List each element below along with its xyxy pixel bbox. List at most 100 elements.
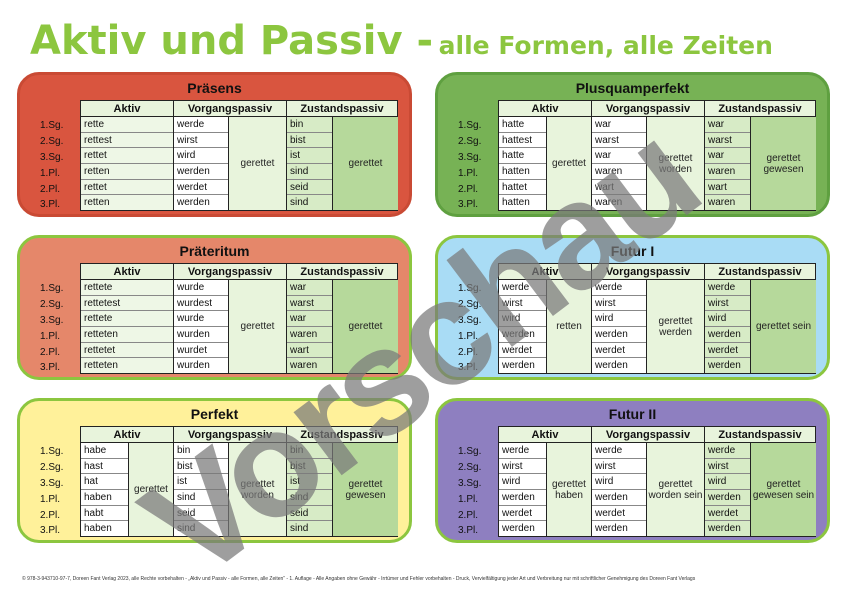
table-cell: werdet (592, 505, 646, 522)
column-header-zustand: Zustandspassiv (287, 264, 398, 280)
table-cell: wird (174, 148, 228, 165)
vorgang-participle: gerettet werden (647, 280, 704, 373)
person-labels: 1.Sg.2.Sg.3.Sg.1.Pl.2.Pl.3.Pl. (40, 444, 63, 539)
person-label: 2.Pl. (458, 183, 479, 195)
table-cell: wart (592, 179, 646, 196)
table-cell: retteten (81, 327, 173, 343)
panel-title: Futur II (608, 406, 657, 422)
person-label: 2.Sg. (40, 298, 64, 310)
column-header-zustand: Zustandspassiv (287, 101, 398, 117)
zustand-participle: gerettet gewesen (751, 117, 816, 210)
person-label: 2.Pl. (458, 509, 479, 521)
table-cell: rettete (81, 280, 173, 296)
table-cell: wurde (174, 280, 228, 296)
person-label: 3.Sg. (458, 314, 482, 326)
table-cell: warst (287, 295, 332, 312)
table-cell: wird (592, 474, 646, 491)
table-cell: werden (174, 164, 228, 180)
column-header-vorgang: Vorgangspassiv (592, 264, 705, 280)
person-label: 1.Pl. (40, 493, 61, 505)
person-label: 1.Sg. (458, 446, 482, 457)
person-label: 2.Sg. (458, 298, 482, 310)
table-cell: werden (499, 327, 546, 343)
table-cell: retteten (81, 358, 173, 374)
zustand-participle: gerettet (333, 117, 398, 210)
person-label: 2.Pl. (40, 346, 61, 358)
vorgang-participle: gerettet worden sein (647, 443, 704, 536)
zustand-participle: gerettet gewesen sein (751, 443, 816, 536)
table-cell: rette (81, 117, 173, 133)
table-cell: hatten (499, 195, 546, 211)
table-cell: werde (499, 443, 546, 459)
person-labels: 1.Sg.2.Sg.3.Sg.1.Pl.2.Pl.3.Pl. (458, 118, 481, 213)
panel-title: Futur I (610, 243, 655, 259)
person-label: 3.Sg. (40, 477, 64, 489)
column-header-zustand: Zustandspassiv (287, 427, 398, 443)
table-cell: habt (81, 505, 128, 522)
table-cell: werden (592, 358, 646, 374)
column-header-vorgang: Vorgangspassiv (174, 264, 287, 280)
table-cell: sind (287, 195, 332, 211)
table-cell: seid (287, 179, 332, 196)
table-cell: hattest (499, 132, 546, 149)
title-main: Aktiv und Passiv - (30, 18, 434, 64)
table-cell: wurde (174, 311, 228, 328)
table-cell: werden (499, 521, 546, 537)
person-label: 2.Pl. (40, 509, 61, 521)
table-cell: wirst (499, 295, 546, 312)
table-cell: sind (174, 521, 228, 537)
person-label: 2.Pl. (458, 346, 479, 358)
person-label: 3.Pl. (458, 199, 479, 211)
column-header-aktiv: Aktiv (81, 427, 174, 443)
person-label: 1.Pl. (40, 167, 61, 179)
table-cell: wurdet (174, 342, 228, 359)
table-cell: werde (499, 280, 546, 296)
table-cell: wird (499, 474, 546, 491)
table-cell: werden (592, 521, 646, 537)
table-cell: wirst (499, 458, 546, 475)
column-header-aktiv: Aktiv (499, 427, 592, 443)
table-cell: werdet (499, 342, 546, 359)
person-label: 2.Sg. (40, 461, 64, 473)
page-title: Aktiv und Passiv - alle Formen, alle Zei… (30, 18, 773, 64)
table-cell: werdet (705, 342, 750, 359)
table-cell: wirst (705, 295, 750, 312)
table-cell: retten (81, 164, 173, 180)
table-cell: war (705, 148, 750, 165)
table-cell: rettet (81, 179, 173, 196)
table-cell: bin (287, 443, 332, 459)
person-label: 3.Sg. (40, 314, 64, 326)
column-header-zustand: Zustandspassiv (705, 101, 816, 117)
panel-title: Perfekt (190, 406, 239, 422)
table-cell: waren (287, 358, 332, 374)
table-cell: hast (81, 458, 128, 475)
person-label: 1.Pl. (458, 493, 479, 505)
table-cell: waren (705, 195, 750, 211)
table-cell: ist (174, 474, 228, 491)
table-cell: war (705, 117, 750, 133)
column-header-aktiv: Aktiv (81, 101, 174, 117)
column-header-aktiv: Aktiv (499, 101, 592, 117)
column-header-vorgang: Vorgangspassiv (592, 427, 705, 443)
table-cell: haben (81, 490, 128, 506)
table-cell: sind (287, 164, 332, 180)
